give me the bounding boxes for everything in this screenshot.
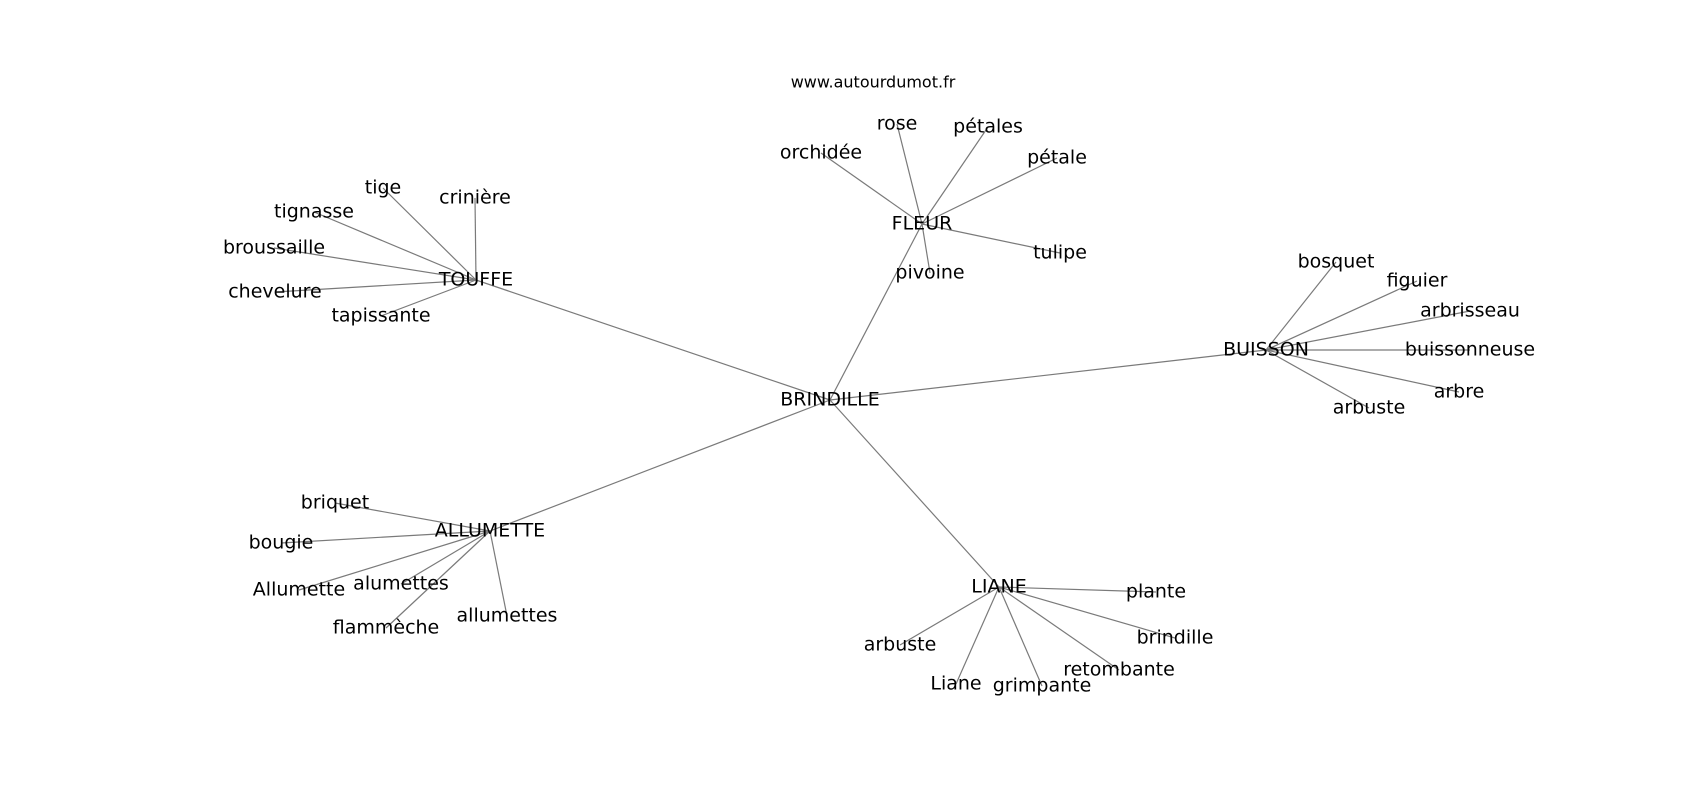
leaf-node-liane-2: retombante [1063,659,1175,681]
edge-allumette-0 [334,502,491,532]
edge-fleur-5 [921,223,931,274]
leaf-node-buisson-4: arbre [1434,381,1485,403]
hub-node-buisson: BUISSON [1223,339,1309,361]
leaf-node-liane-4: Liane [930,673,981,695]
leaf-node-buisson-2: arbrisseau [1420,300,1520,322]
edge-buisson-4 [1265,349,1460,393]
edge-allumette-3 [400,530,491,585]
leaf-node-allumette-5: allumettes [457,605,558,627]
leaf-node-touffe-5: tapissante [331,305,430,327]
hub-node-fleur: FLEUR [892,213,953,235]
leaf-node-touffe-2: tignasse [274,201,354,223]
leaf-node-allumette-3: alumettes [353,573,449,595]
edge-center-fleur [829,223,923,401]
edge-allumette-5 [489,530,508,617]
edge-liane-1 [998,586,1176,639]
edge-touffe-3 [273,247,477,281]
leaf-node-allumette-4: flammèche [333,617,440,639]
edge-liane-0 [998,586,1157,593]
edge-fleur-2 [820,152,923,225]
leaf-node-touffe-0: tige [365,177,401,199]
edge-buisson-0 [1265,261,1337,351]
leaf-node-touffe-1: crinière [439,187,511,209]
edge-fleur-0 [896,123,923,225]
edge-buisson-2 [1265,310,1471,351]
leaf-node-liane-3: arbuste [864,634,937,656]
edge-fleur-3 [921,157,1058,225]
hub-node-touffe: TOUFFE [438,269,513,291]
edge-allumette-2 [298,530,491,591]
edge-touffe-2 [313,211,477,281]
hub-node-allumette: ALLUMETTE [435,520,545,542]
leaf-node-liane-1: brindille [1137,627,1214,649]
leaf-node-buisson-0: bosquet [1298,251,1375,273]
leaf-node-fleur-4: tulipe [1033,242,1087,264]
edge-touffe-4 [274,279,477,293]
edge-buisson-1 [1265,280,1418,351]
leaf-node-buisson-3: buissonneuse [1405,339,1535,361]
labels: tige crinière tignasse broussaille chevelure… [223,113,1535,697]
source-url: www.autourdumot.fr [791,73,956,92]
leaf-node-touffe-3: broussaille [223,237,325,259]
leaf-node-liane-0: plante [1126,581,1186,603]
edge-center-touffe [475,279,831,401]
edge-liane-3 [899,586,1000,646]
leaf-node-allumette-0: briquet [301,492,369,514]
leaf-node-allumette-1: bougie [249,532,314,554]
leaf-node-touffe-4: chevelure [228,281,322,303]
leaf-node-liane-5: grimpante [993,675,1092,697]
edge-liane-2 [998,586,1120,671]
edge-touffe-1 [474,197,477,281]
edge-buisson-5 [1265,349,1370,409]
edge-liane-5 [998,586,1043,687]
leaf-node-fleur-2: orchidée [780,142,862,164]
edge-fleur-4 [921,223,1061,254]
edge-allumette-1 [280,530,491,544]
edge-allumette-4 [385,530,491,629]
hub-node-liane: LIANE [971,576,1026,598]
leaf-node-fleur-5: pivoine [895,262,964,284]
edge-center-liane [829,399,1000,588]
edges [273,123,1471,687]
edge-touffe-5 [380,279,477,317]
leaf-node-fleur-1: pétales [953,116,1023,138]
edge-fleur-1 [921,126,989,225]
edge-center-buisson [829,349,1267,401]
edge-center-allumette [489,399,831,532]
leaf-node-buisson-5: arbuste [1333,397,1406,419]
edge-liane-4 [955,586,1000,685]
leaf-node-fleur-0: rose [877,113,918,135]
leaf-node-fleur-3: pétale [1027,147,1087,169]
leaf-node-buisson-1: figuier [1387,270,1448,292]
edge-touffe-0 [382,187,477,281]
leaf-node-allumette-2: Allumette [253,579,345,601]
center-node: BRINDILLE [780,389,879,411]
